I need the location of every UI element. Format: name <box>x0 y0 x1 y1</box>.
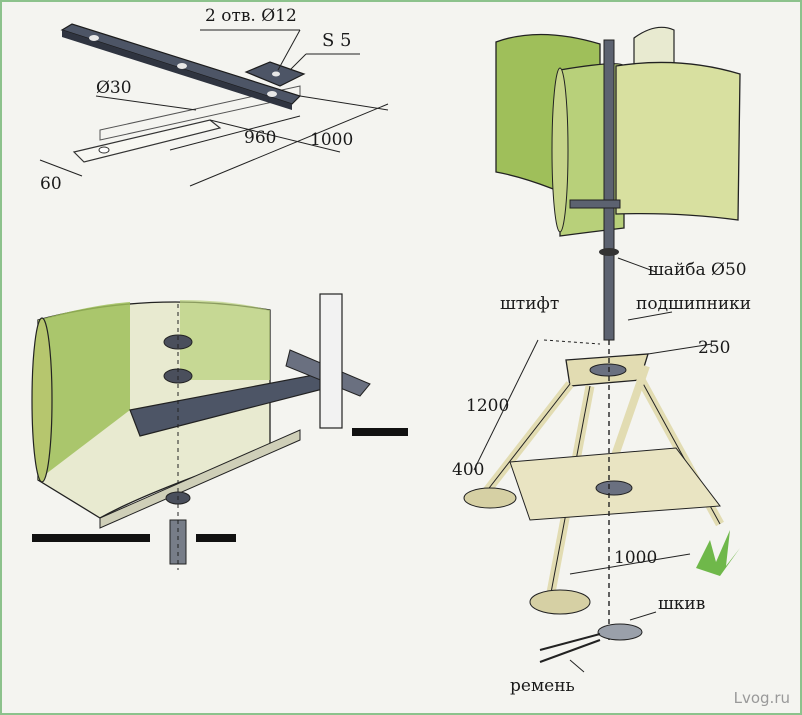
inner-length-label: 960 <box>244 128 277 148</box>
top-nut <box>163 334 193 350</box>
dim-height <box>473 339 539 471</box>
dim-line-960 <box>169 115 301 151</box>
hole-1 <box>89 35 99 41</box>
holes-leader-tip <box>277 29 301 71</box>
blade-mount-detail <box>0 250 420 590</box>
belt-leader <box>569 659 585 673</box>
rotor-assembly-svg <box>463 26 741 673</box>
diameter-label: Ø30 <box>96 78 132 98</box>
outer-length-label: 1000 <box>310 130 354 150</box>
leg-front-left-outline <box>485 383 571 493</box>
dim-ext-1 <box>299 95 389 111</box>
belt-upper <box>539 633 601 651</box>
grass <box>696 530 740 576</box>
washer-leader <box>617 257 657 273</box>
dim-top <box>647 343 713 355</box>
bearings-label: подшипники <box>636 294 752 314</box>
section-mark-top <box>352 428 408 436</box>
thickness-label: S 5 <box>322 30 352 51</box>
bearing-lower <box>595 480 633 496</box>
vertical-shaft <box>319 293 343 429</box>
blade-shading-right <box>180 300 270 380</box>
pin-leader <box>543 339 601 345</box>
dim-line-30 <box>95 95 197 111</box>
dim-ext-2 <box>209 119 341 153</box>
pulley-label: шкив <box>658 594 706 614</box>
blade-mount-svg <box>31 293 408 570</box>
section-mark-right <box>196 534 236 542</box>
shaft-washer <box>599 248 619 256</box>
hole-5 <box>98 146 110 154</box>
blade-base-plate <box>99 429 301 529</box>
bearing-housing <box>589 363 627 377</box>
blade-front-edge <box>551 67 569 233</box>
blade-shading <box>38 302 130 480</box>
belt-label: ремень <box>510 676 575 696</box>
dim-line-1000 <box>189 103 389 187</box>
rotor-assembly: шайба Ø50 штифт подшипники 250 1200 400 … <box>420 0 802 715</box>
pulley <box>597 623 643 641</box>
hole-3 <box>267 91 277 97</box>
washer-label: шайба Ø50 <box>648 260 747 280</box>
thickness-leader-tip <box>289 53 307 71</box>
blade-front-right <box>615 61 741 221</box>
hole-2 <box>177 63 187 69</box>
steel-bar-edge <box>62 30 292 110</box>
pulley-leader <box>629 611 657 621</box>
bar-drawing: 2 отв. Ø12 S 5 Ø30 960 1000 60 <box>0 0 420 220</box>
bolt <box>169 519 187 565</box>
base-label: 1000 <box>614 548 658 568</box>
width-label: 60 <box>40 174 62 194</box>
rotor-shaft <box>603 39 615 341</box>
belt-lower <box>539 639 601 663</box>
lower-crossbar <box>569 199 621 209</box>
foot-front <box>529 589 591 615</box>
bar-outline-lower <box>72 119 222 163</box>
leg-label: 400 <box>452 460 485 480</box>
height-label: 1200 <box>466 396 510 416</box>
section-mark-left <box>32 534 150 542</box>
blade-edge <box>31 317 53 483</box>
top-size-label: 250 <box>698 338 731 358</box>
hole-4 <box>272 71 280 77</box>
bar-drawing-svg <box>39 23 389 187</box>
dim-base <box>569 553 691 575</box>
holes-label: 2 отв. Ø12 <box>205 6 297 26</box>
foot-left <box>463 487 517 509</box>
pin-label: штифт <box>500 294 560 314</box>
dim-line-60 <box>39 159 83 177</box>
watermark: Lvog.ru <box>733 689 790 707</box>
bearing-leader <box>627 311 673 321</box>
